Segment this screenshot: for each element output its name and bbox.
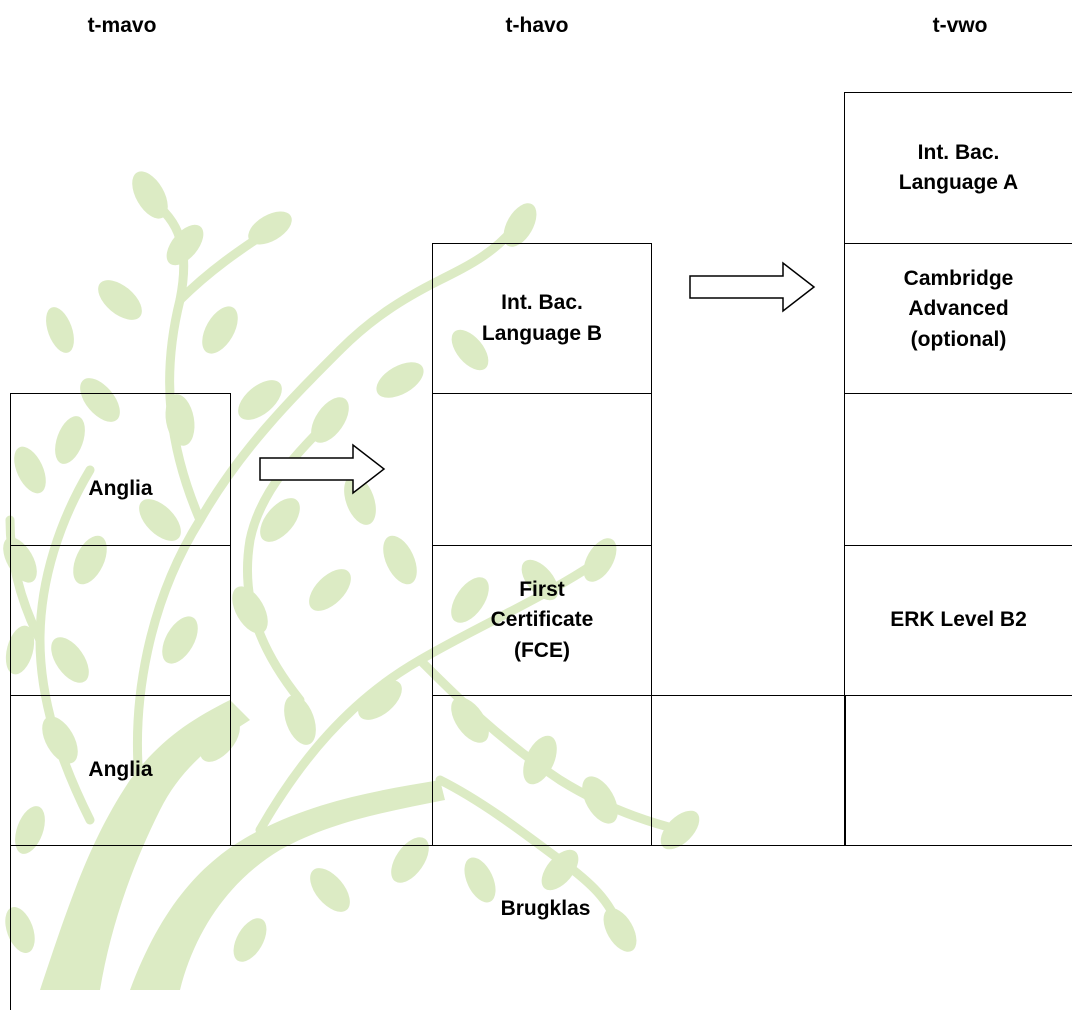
heading-t-mavo: t-mavo — [87, 14, 157, 37]
cell-tmavo-lower: Anglia — [10, 695, 231, 846]
cell-thavo-fce-label: First Certificate (FCE) — [490, 577, 594, 662]
cell-tmavo-upper: Anglia — [10, 393, 231, 546]
heading-t-havo: t-havo — [505, 14, 569, 37]
cell-tvwo-ib-label: Int. Bac. Language A — [898, 140, 1019, 194]
cell-tvwo-bottom — [844, 695, 1072, 846]
right-arrow-icon — [689, 261, 816, 313]
cell-thavo-ib-label: Int. Bac. Language B — [481, 291, 603, 345]
cell-tmavo-lower-label: Anglia — [88, 758, 153, 782]
heading-t-vwo: t-vwo — [932, 14, 988, 37]
cell-tvwo-erk-label: ERK Level B2 — [890, 608, 1027, 632]
cell-tvwo-cae: Cambridge Advanced (optional) — [844, 243, 1072, 394]
cell-brugklas: Brugklas — [10, 845, 1072, 1010]
cell-thavo-empty — [432, 393, 652, 546]
cell-tvwo-cae-label: Cambridge Advanced (optional) — [903, 266, 1014, 351]
cell-thavo-bottom — [432, 695, 652, 846]
cell-tmavo-upper-label: Anglia — [88, 477, 153, 501]
cell-tmavo-middle — [10, 545, 231, 696]
cell-gap-bottom — [651, 695, 846, 846]
cell-brugklas-label: Brugklas — [500, 896, 591, 920]
cell-thavo-ib: Int. Bac. Language B — [432, 243, 652, 394]
cell-tvwo-empty — [844, 393, 1072, 546]
right-arrow-icon — [259, 443, 386, 495]
cell-thavo-fce: First Certificate (FCE) — [432, 545, 652, 696]
cell-tvwo-erk: ERK Level B2 — [844, 545, 1072, 696]
cell-tvwo-ib: Int. Bac. Language A — [844, 92, 1072, 244]
